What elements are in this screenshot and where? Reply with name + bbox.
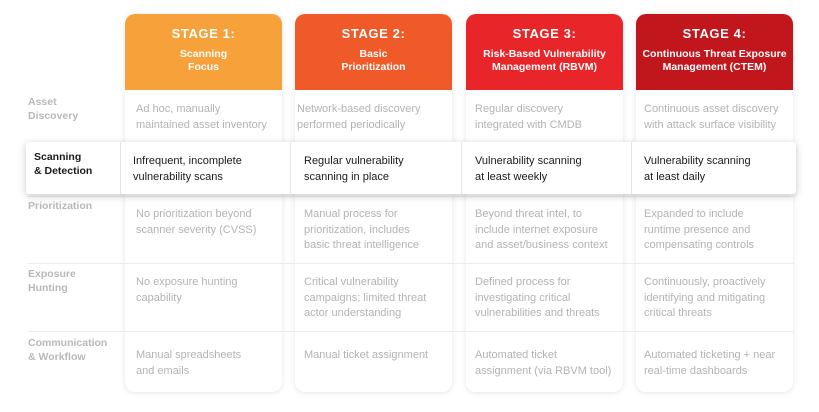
highlighted-row-band [26,142,796,194]
stage-2-subtitle: Basic Prioritization [341,48,406,73]
stage-4-subtitle: Continuous Threat Exposure Management (C… [642,48,787,73]
cell-communication-workflow-stage-1: Manual spreadsheets and emails [136,349,242,377]
cell-exposure-hunting-stage-3: Defined process for investigating critic… [475,276,600,319]
band-separator [290,142,291,194]
row-label-prioritization: Prioritization [28,200,93,212]
stage-2-title: STAGE 2: [341,26,406,41]
cell-prioritization-stage-1: No prioritization beyond scanner severit… [136,208,257,236]
row-label-asset-discovery: Asset Discovery [28,96,79,122]
stage-3-subtitle: Risk-Based Vulnerability Management (RBV… [483,48,606,73]
cell-communication-workflow-stage-2: Manual ticket assignment [304,349,429,361]
cell-asset-discovery-stage-4: Continuous asset discovery with attack s… [644,103,779,131]
stage-3-header: STAGE 3: Risk-Based Vulnerability Manage… [466,14,623,90]
stage-2-header: STAGE 2: Basic Prioritization [295,14,452,90]
stage-1-subtitle: Scanning Focus [179,48,228,73]
cell-scanning-detection-stage-4: Vulnerability scanning at least daily [644,155,751,183]
cell-scanning-detection-stage-3: Vulnerability scanning at least weekly [475,155,582,183]
cell-communication-workflow-stage-3: Automated ticket assignment (via RBVM to… [475,349,612,377]
cell-asset-discovery-stage-1: Ad hoc, manually maintained asset invent… [136,103,267,131]
cell-exposure-hunting-stage-2: Critical vulnerability campaigns; limite… [304,276,427,319]
cell-prioritization-stage-4: Expanded to include runtime presence and… [644,208,755,251]
stage-3-title: STAGE 3: [512,26,577,41]
cell-scanning-detection-stage-2: Regular vulnerability scanning in place [304,155,404,183]
stage-4-title: STAGE 4: [682,26,747,41]
band-separator [631,142,632,194]
cell-exposure-hunting-stage-4: Continuously, proactively identifying an… [644,276,766,319]
cell-prioritization-stage-3: Beyond threat intel, to include internet… [475,208,608,251]
stage-1-header: STAGE 1: Scanning Focus [125,14,282,90]
row-divider [28,263,794,264]
band-separator [461,142,462,194]
stage-1-title: STAGE 1: [171,26,236,41]
cell-asset-discovery-stage-3: Regular discovery integrated with CMDB [475,103,582,131]
cell-scanning-detection-stage-1: Infrequent, incomplete vulnerability sca… [133,155,242,183]
cell-asset-discovery-stage-2: Network-based discovery performed period… [297,103,421,131]
stage-4-header: STAGE 4: Continuous Threat Exposure Mana… [636,14,793,90]
cell-prioritization-stage-2: Manual process for prioritization, inclu… [304,208,419,251]
row-label-scanning-detection: Scanning & Detection [34,151,93,177]
cell-communication-workflow-stage-4: Automated ticketing + near real-time das… [644,349,776,377]
row-divider [28,331,794,332]
cell-exposure-hunting-stage-1: No exposure hunting capability [136,276,238,304]
row-label-exposure-hunting: Exposure Hunting [28,268,76,294]
row-divider [28,196,794,197]
band-separator [120,142,121,194]
row-label-communication-workflow: Communication & Workflow [28,337,108,363]
